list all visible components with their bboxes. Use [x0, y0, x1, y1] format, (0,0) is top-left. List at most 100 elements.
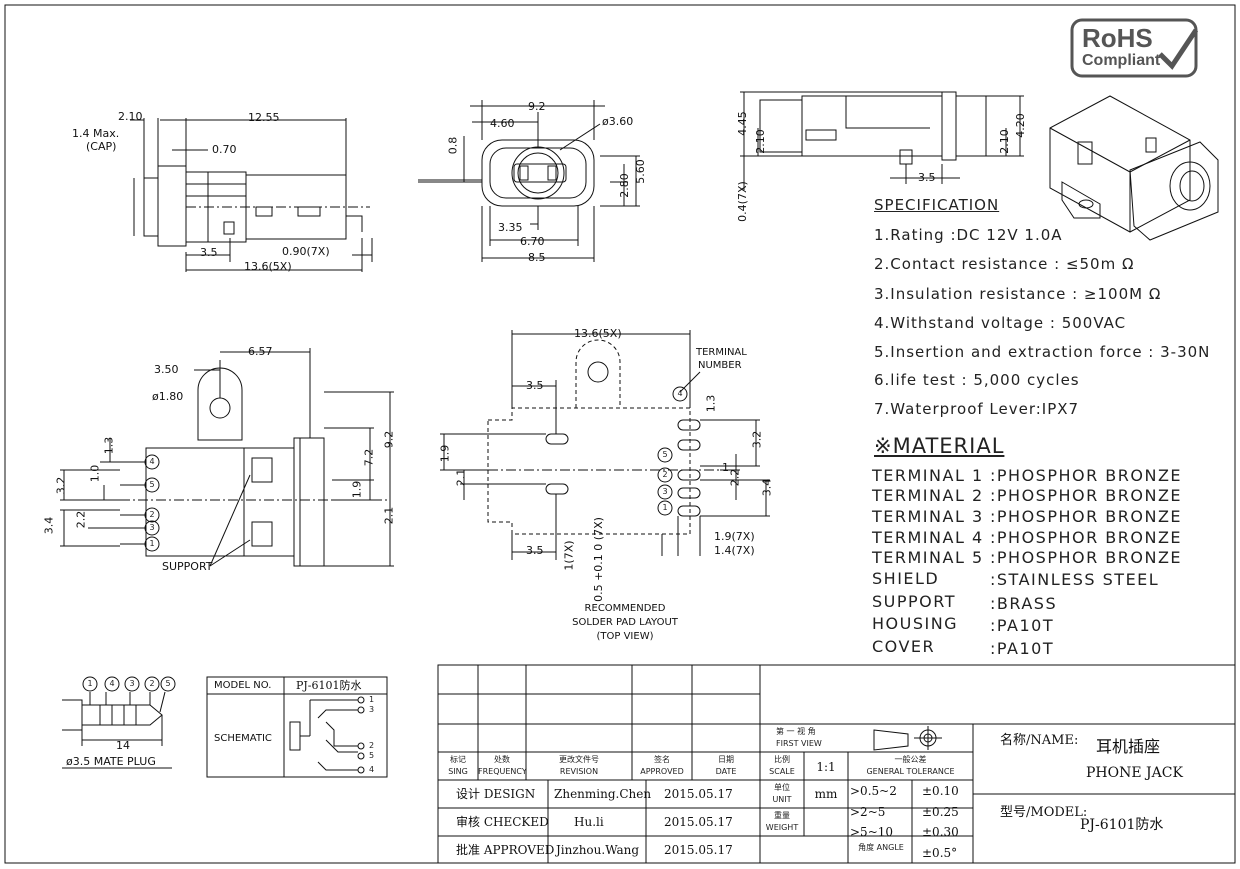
col-header-cn: 更改文件号	[559, 755, 599, 764]
tolerance-range: >5~10	[850, 825, 894, 839]
dim-label: 7.2	[362, 448, 376, 467]
pad-layout-caption: (TOP VIEW)	[596, 631, 654, 642]
dim-label: 3.5	[526, 544, 544, 557]
spec-item: 3.Insulation resistance : ≥100M Ω	[874, 285, 1162, 303]
dim-label: 9.2	[528, 100, 546, 113]
weight-label-en: WEIGHT	[765, 823, 799, 832]
rohs-text: RoHS	[1082, 23, 1153, 53]
material-value: :PA10T	[990, 639, 1055, 658]
dim-label: 3.35	[498, 221, 523, 234]
dim-label: 13.6(5X)	[574, 327, 622, 340]
dim-label: 3.5	[526, 379, 544, 392]
dim-label: 2.1	[382, 506, 396, 525]
model-no-value: PJ-6101防水	[296, 679, 362, 692]
view-label-en: FIRST VIEW	[776, 739, 822, 748]
mate-plug-label: ø3.5 MATE PLUG	[66, 755, 156, 768]
dim-label: 4.60	[490, 117, 515, 130]
pin-number-circles	[82, 386, 688, 692]
pin-number: 3	[149, 523, 155, 532]
schematic-box	[206, 676, 388, 778]
material-key: SUPPORT	[872, 592, 956, 611]
dim-label: 2.80	[617, 173, 631, 198]
tolerance-range: 角度 ANGLE	[858, 843, 904, 852]
material-value: :PA10T	[990, 616, 1055, 635]
pin-number: 3	[662, 487, 668, 496]
dim-label: 1.9	[350, 480, 364, 499]
dim-label: 6.57	[248, 345, 273, 358]
col-header-en: FREQUENCY	[478, 767, 527, 776]
scale-label-cn: 比例	[774, 755, 790, 764]
tolerance-value: ±0.5°	[922, 846, 958, 860]
material-key: COVER	[872, 637, 936, 656]
dim-label: 3.2	[750, 430, 764, 449]
scale-value: 1:1	[816, 760, 836, 774]
dim-label: ø1.80	[152, 390, 184, 403]
signoff-name: Hu.li	[574, 815, 604, 829]
pin-number: 2	[149, 679, 155, 688]
rohs-badge	[1070, 18, 1199, 78]
dim-label: 13.6(5X)	[244, 260, 292, 273]
col-header-en: REVISION	[559, 767, 599, 776]
dim-label: 2.2	[74, 510, 88, 529]
model-label: 型号/MODEL:	[1000, 805, 1088, 820]
pin-number: 4	[677, 389, 683, 398]
tolerance-value: ±0.10	[922, 784, 959, 798]
material-key: TERMINAL 2	[872, 486, 984, 505]
weight-label-cn: 重量	[774, 811, 790, 820]
model-no-label: MODEL NO.	[214, 680, 272, 691]
pin-number: 2	[149, 510, 155, 519]
spec-item: 1.Rating :DC 12V 1.0A	[874, 226, 1063, 244]
dim-label: 5.60	[633, 159, 647, 184]
dim-label: 1.9(7X)	[714, 530, 755, 543]
material-key: HOUSING	[872, 614, 959, 633]
unit-value: mm	[814, 787, 838, 801]
material-key: SHIELD	[872, 569, 940, 588]
pin-number: 2	[662, 470, 668, 479]
solder-pad-layout	[440, 330, 770, 560]
spec-item: 4.Withstand voltage : 500VAC	[874, 314, 1127, 332]
tolerance-range: >2~5	[850, 805, 886, 819]
side-view-drawing	[130, 118, 373, 272]
material-key: TERMINAL 1	[872, 466, 984, 485]
schematic-pin: 1	[369, 695, 375, 704]
pin-number: 5	[149, 480, 155, 489]
dim-label: 1.4 Max.	[72, 127, 120, 140]
mate-plug-drawing	[62, 691, 172, 769]
material-value: :STAINLESS STEEL	[990, 570, 1160, 589]
dim-label: 2.10	[753, 129, 767, 154]
dim-label: (CAP)	[86, 140, 117, 153]
schematic-label: SCHEMATIC	[214, 733, 272, 744]
col-header-cn: 签名	[654, 755, 670, 764]
dim-label: 8.5	[528, 251, 546, 264]
pin-number: 3	[129, 679, 135, 688]
col-header-en: SING	[448, 767, 468, 776]
dim-label: 3.4	[760, 478, 774, 497]
view-label-cn: 第 一 视 角	[776, 727, 816, 736]
pin-number: 4	[149, 457, 155, 466]
col-header-en: APPROVED	[640, 767, 684, 776]
support-label: SUPPORT	[162, 560, 213, 573]
dim-label: 12.55	[248, 111, 280, 124]
dim-label: 6.70	[520, 235, 545, 248]
dim-label: 0.4(7X)	[735, 181, 749, 222]
dim-label: 1	[722, 461, 729, 474]
dim-label: 2.10	[118, 110, 143, 123]
pin-number: 4	[109, 679, 115, 688]
dim-label: 4.20	[1013, 113, 1027, 138]
product-isometric	[1049, 95, 1219, 241]
pad-layout-caption: RECOMMENDED	[584, 603, 666, 614]
dim-label: 1.0	[88, 464, 102, 483]
dim-label: ø3.60	[602, 115, 634, 128]
dim-label: 3.5	[200, 246, 218, 259]
material-value: :BRASS	[990, 594, 1058, 613]
signoff-date: 2015.05.17	[664, 787, 733, 801]
bottom-view-drawing	[60, 348, 394, 567]
tolerance-value: ±0.25	[922, 805, 959, 819]
material-key: TERMINAL 5	[872, 548, 984, 567]
tolerance-label-en: GENERAL TOLERANCE	[866, 767, 955, 776]
material-key: TERMINAL 4	[872, 528, 984, 547]
unit-label-cn: 单位	[774, 783, 790, 792]
dim-label: 1(7X)	[562, 540, 576, 571]
dim-label: 1.4(7X)	[714, 544, 755, 557]
dim-label: 9.2	[382, 430, 396, 449]
